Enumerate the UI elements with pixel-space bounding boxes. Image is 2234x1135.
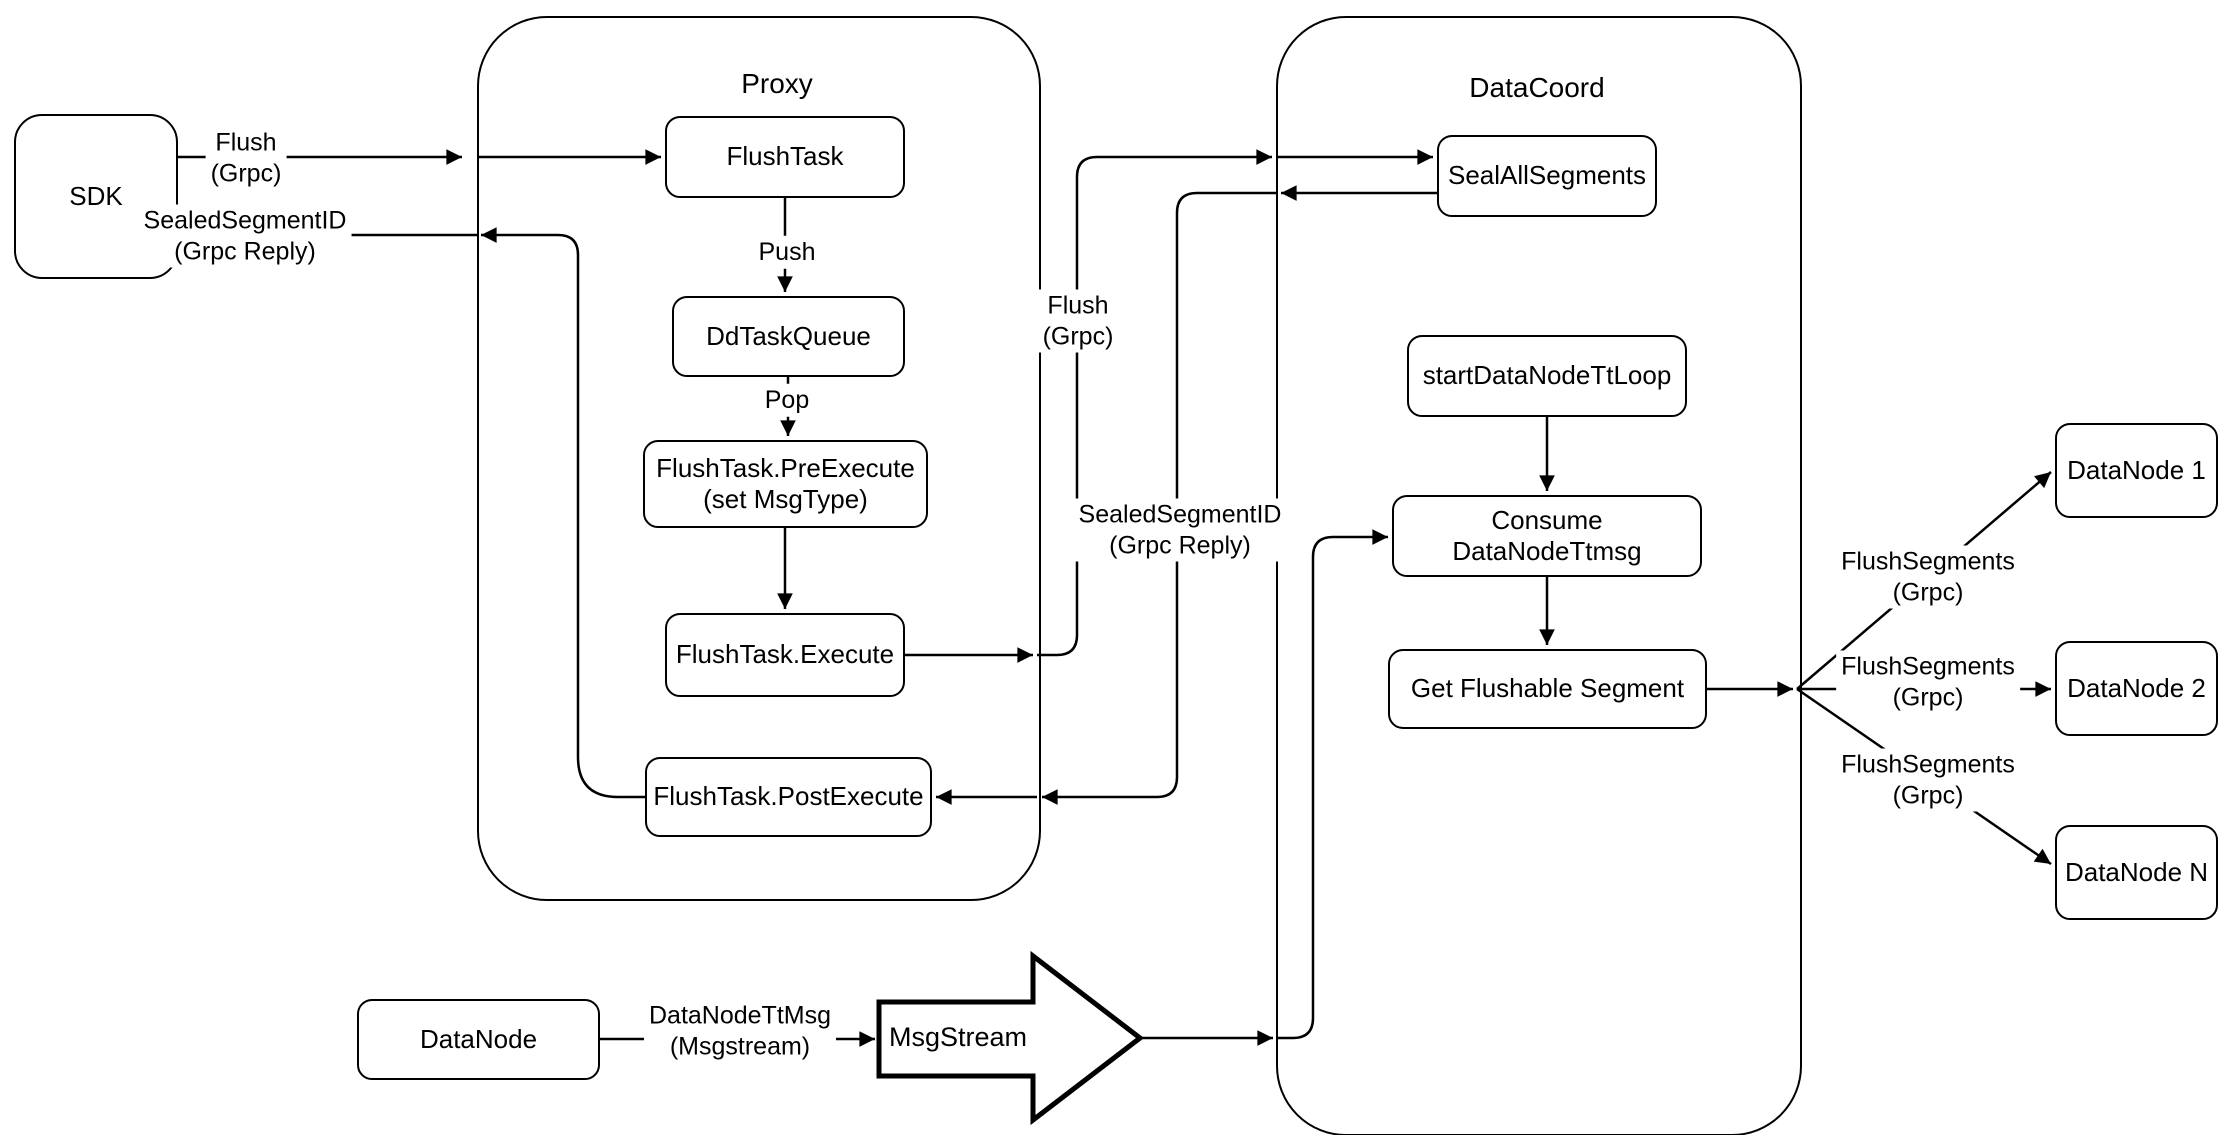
node-get-flushable-segment: Get Flushable Segment <box>1388 649 1707 729</box>
label-flush-grpc-datacoord: Flush (Grpc) <box>1037 289 1119 353</box>
node-ddtaskqueue: DdTaskQueue <box>672 296 905 377</box>
node-datanode-n: DataNode N <box>2055 825 2218 920</box>
node-consume-datanodettmsg: Consume DataNodeTtmsg <box>1392 495 1702 577</box>
label-flushsegments-1: FlushSegments (Grpc) <box>1836 545 2020 609</box>
label-pop: Pop <box>759 383 815 417</box>
msgstream-arrow-shape <box>876 950 1145 1126</box>
label-datanodettmsg: DataNodeTtMsg (Msgstream) <box>643 999 837 1063</box>
edge-proxyborder-to-datacoord <box>1037 149 1272 657</box>
edge-postexecute-to-proxyborder <box>481 227 645 799</box>
node-flushtask-postexecute: FlushTask.PostExecute <box>645 757 932 837</box>
node-flushtask: FlushTask <box>665 116 905 198</box>
node-msgstream-label: MsgStream <box>888 1021 1028 1052</box>
edge-datacoordborder-to-consume <box>1277 529 1388 1040</box>
node-datanode-2: DataNode 2 <box>2055 641 2218 736</box>
node-datanode-1: DataNode 1 <box>2055 423 2218 518</box>
label-flushsegments-2: FlushSegments (Grpc) <box>1836 650 2020 714</box>
node-sealallsegments: SealAllSegments <box>1437 135 1657 217</box>
label-push: Push <box>753 235 821 269</box>
label-flushsegments-n: FlushSegments (Grpc) <box>1836 748 2020 812</box>
label-sealedsegmentid-datacoord: SealedSegmentID (Grpc Reply) <box>1073 498 1287 562</box>
node-flushtask-execute: FlushTask.Execute <box>665 613 905 697</box>
node-datanode: DataNode <box>357 999 600 1080</box>
label-flush-grpc-sdk: Flush (Grpc) <box>205 126 287 190</box>
edge-border-to-proxy <box>1042 191 1277 805</box>
node-startdatanodettloop: startDataNodeTtLoop <box>1407 335 1687 417</box>
datacoord-container-title: DataCoord <box>1469 72 1605 103</box>
proxy-container-title: Proxy <box>741 68 813 99</box>
label-sealedsegmentid-sdk: SealedSegmentID (Grpc Reply) <box>138 204 352 268</box>
node-flushtask-preexecute: FlushTask.PreExecute (set MsgType) <box>643 440 928 528</box>
proxy-container <box>477 16 1041 901</box>
